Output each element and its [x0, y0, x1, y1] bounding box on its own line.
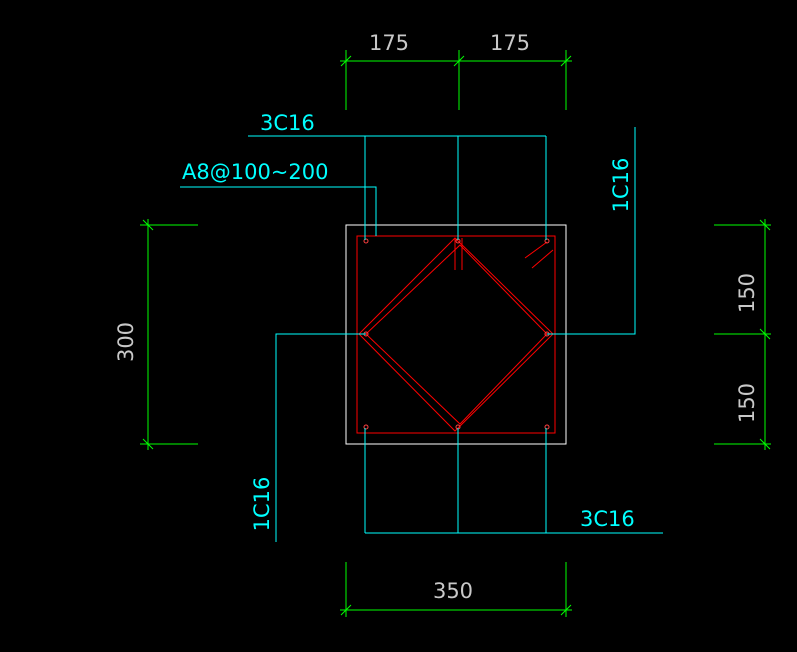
dim-top-right: 175	[490, 31, 530, 55]
dim-right-lower: 150	[735, 383, 759, 423]
stirrup-hook	[524, 241, 548, 259]
dim-tick	[453, 55, 465, 67]
rebar	[363, 238, 369, 244]
outer-stirrup	[356, 235, 556, 434]
dim-tick	[560, 604, 572, 616]
left-bar-label: 1C16	[250, 477, 274, 532]
diamond-stirrup	[358, 237, 554, 432]
dim-top-left: 175	[369, 31, 409, 55]
dim-bottom-total: 350	[433, 579, 473, 603]
rebar	[544, 424, 550, 430]
stirrup-leader	[180, 186, 377, 236]
right-bar-label: 1C16	[609, 158, 633, 213]
dim-tick	[340, 604, 352, 616]
dimensions	[140, 50, 771, 617]
stirrup-spec-label: A8@100~200	[182, 160, 329, 184]
bottom-bars-label: 3C16	[580, 507, 635, 531]
top-bars-label: 3C16	[260, 111, 315, 135]
leaders	[180, 127, 663, 542]
right-bar-leader	[547, 127, 636, 335]
dim-right-upper: 150	[735, 273, 759, 313]
dim-tick	[759, 438, 771, 450]
dim-tick	[142, 219, 154, 231]
rebar-labels: 3C16 A8@100~200 3C16 1C16 1C16	[182, 111, 635, 531]
dim-tick	[759, 328, 771, 340]
dimension-texts: 175 175 350 300 150 150	[114, 31, 759, 603]
dim-tick	[340, 55, 352, 67]
rebar	[363, 424, 369, 430]
dim-tick	[759, 219, 771, 231]
diamond-stirrup-inner	[365, 244, 548, 425]
stirrup-hook	[531, 249, 554, 269]
dim-tick	[142, 438, 154, 450]
dim-tick	[560, 55, 572, 67]
rebar	[544, 238, 550, 244]
stirrups	[356, 235, 556, 434]
concrete-outline	[345, 224, 567, 445]
dim-left-total: 300	[114, 322, 138, 362]
left-bar-leader	[275, 333, 366, 542]
rebars	[363, 238, 550, 430]
